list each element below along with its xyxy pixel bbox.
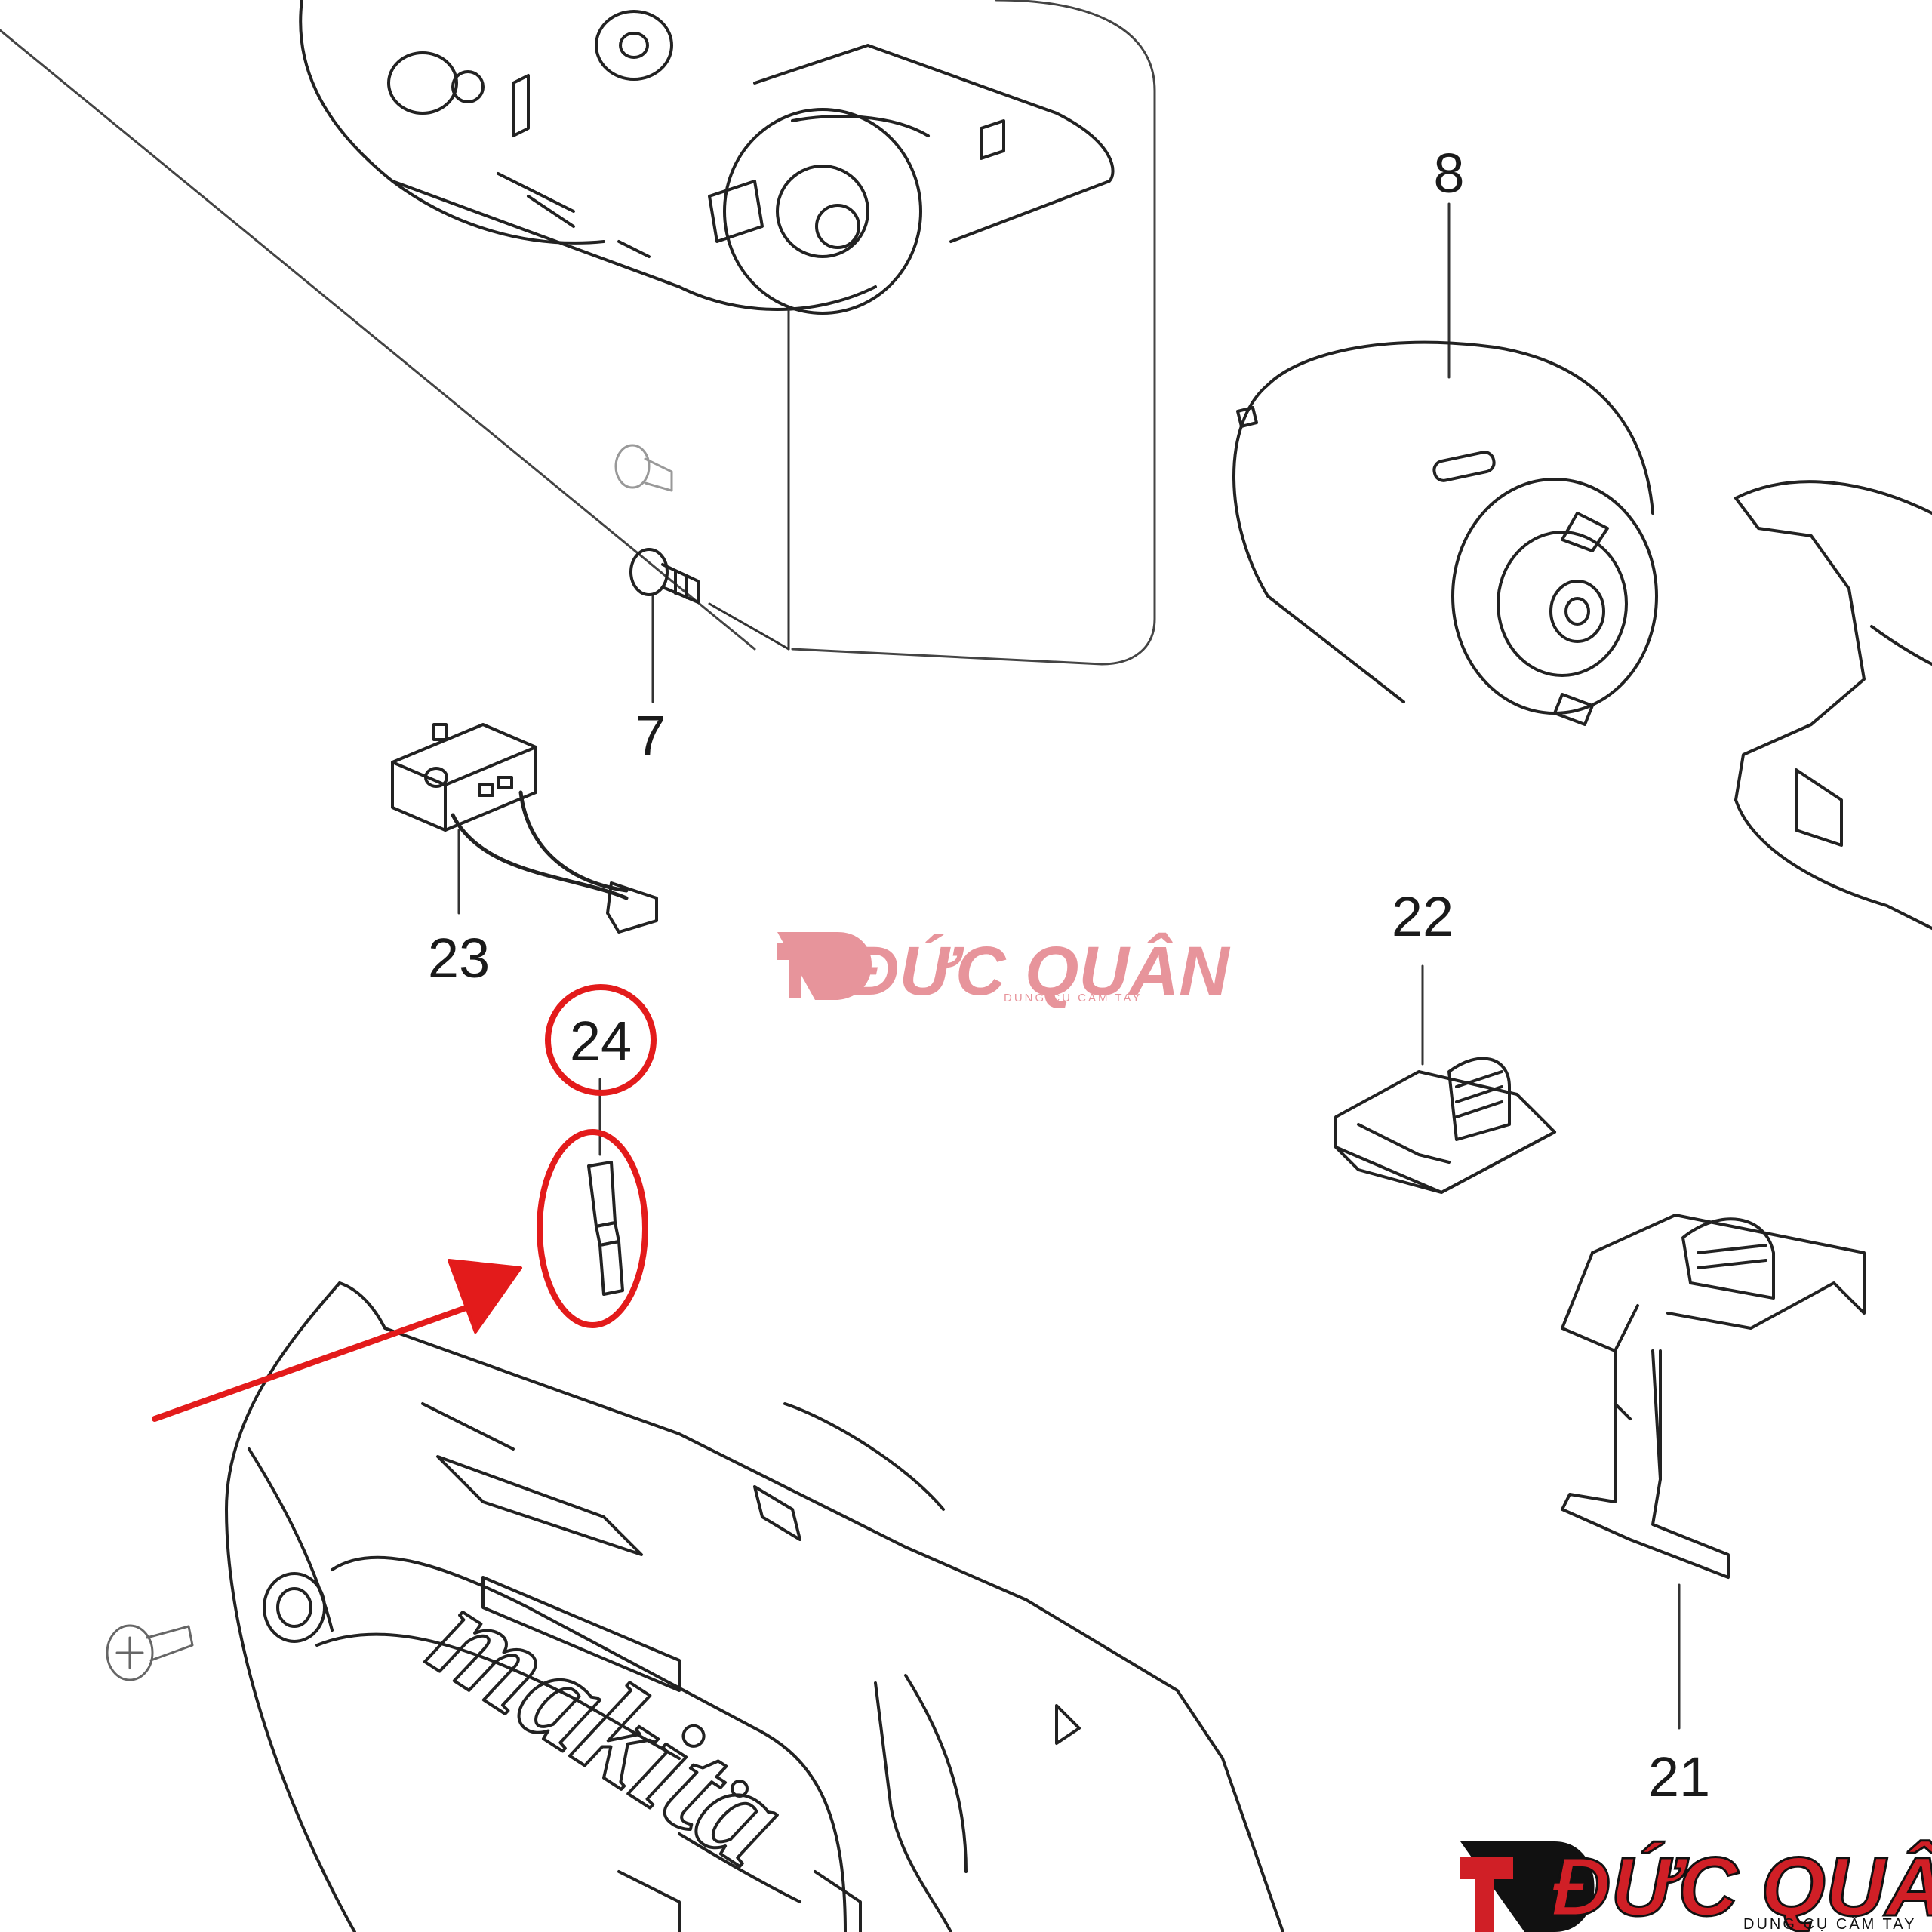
motor-part-8 [1232,340,1658,726]
highlight-ellipse-part [537,1129,648,1328]
callout-7: 7 [635,704,666,767]
watermark-subtitle: DUNG CỤ CẦM TAY [1004,992,1142,1004]
highlight-circle-number [545,984,657,1096]
footer-logo-subtitle: DUNG CỤ CẦM TAY [1743,1915,1916,1932]
handle-housing [225,1281,1284,1932]
right-housing-piece [1734,480,1932,930]
terminal-part-24 [587,1161,624,1296]
footer-logo-title: ĐỨC QUÂN [1551,1841,1932,1932]
watermark-title: ĐỨC QUÂN [849,932,1231,1010]
screw-part-7 [629,548,700,604]
highlight-arrow-head [448,1259,522,1334]
screw-bottom-left [106,1624,194,1681]
callout-24: 24 [570,1010,632,1072]
footer-logo: ĐỨC QUÂN DUNG CỤ CẦM TAY [1460,1840,1932,1932]
highlight-annotation [152,984,657,1422]
callout-23: 23 [428,927,490,989]
screw-faded [614,444,673,492]
slider-part-22 [1334,1057,1556,1194]
lever-part-21 [1561,1214,1866,1579]
callout-22: 22 [1392,885,1454,948]
callout-21: 21 [1648,1746,1710,1808]
watermark: ĐỨC QUÂN DUNG CỤ CẦM TAY [777,932,1231,1010]
switch-part-23 [391,723,658,934]
callout-8: 8 [1433,142,1464,205]
highlight-arrow-shaft [152,1299,486,1422]
upper-housing [0,0,1156,666]
